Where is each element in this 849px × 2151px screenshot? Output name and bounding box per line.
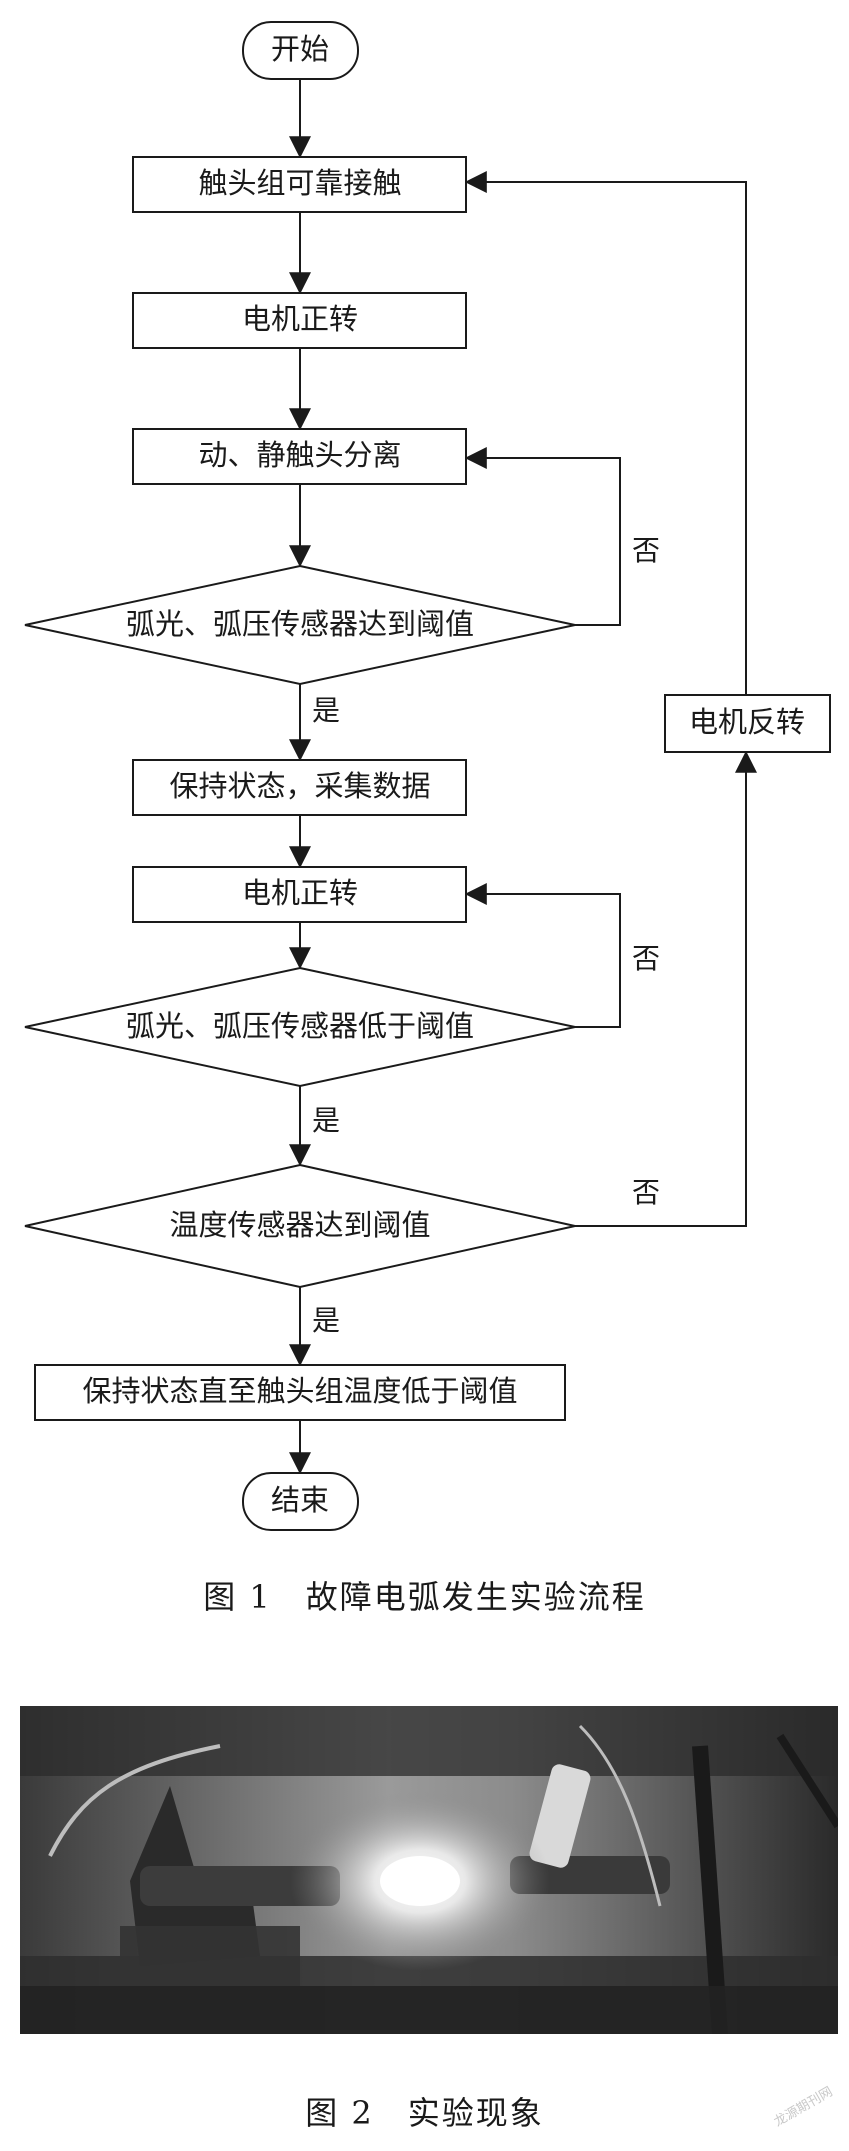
motor-reverse-label: 电机反转	[689, 705, 805, 739]
edge-reverse-contact	[464, 171, 747, 695]
edge-no-loop-1	[464, 447, 621, 626]
hold-until-label: 保持状态直至触头组温度低于阈值	[82, 1374, 517, 1408]
motor-forward-label-1: 电机正转	[242, 302, 358, 336]
edge-label-no-2: 否	[632, 942, 660, 975]
decision-arc-reach-label: 弧光、弧压传感器达到阈值	[126, 607, 474, 641]
figure1-caption: 图 1 故障电弧发生实验流程	[203, 1578, 646, 1616]
hold-collect-label: 保持状态，采集数据	[169, 769, 430, 803]
experiment-photo	[20, 1706, 838, 2034]
decision-temp-label: 温度传感器达到阈值	[169, 1208, 430, 1242]
separate-label: 动、静触头分离	[198, 438, 401, 472]
motor-reverse-box	[664, 694, 831, 753]
motor-forward-label-2: 电机正转	[242, 876, 358, 910]
edge-label-no-3: 否	[632, 1176, 660, 1209]
experiment-photo-illustration	[20, 1706, 838, 2034]
edge-no-3	[575, 750, 757, 1227]
decision-arc-below-label: 弧光、弧压传感器低于阈值	[126, 1009, 474, 1043]
end-terminal	[242, 1472, 359, 1531]
end-label: 结束	[271, 1483, 329, 1517]
flowchart: 开始 触头组可靠接触 电机正转 动、静触头分离 弧光、弧压传感器达到阈值 保持状…	[24, 21, 831, 1531]
edge-label-yes-3: 是	[312, 1304, 340, 1337]
contact-label: 触头组可靠接触	[198, 166, 401, 200]
figure2-caption: 图 2 实验现象	[305, 2094, 544, 2132]
start-label: 开始	[271, 32, 329, 66]
edge-no-loop-2	[464, 883, 621, 1028]
edge-label-yes-1: 是	[312, 694, 340, 727]
edge-label-no-1: 否	[632, 534, 660, 567]
edge-label-yes-2: 是	[312, 1104, 340, 1137]
